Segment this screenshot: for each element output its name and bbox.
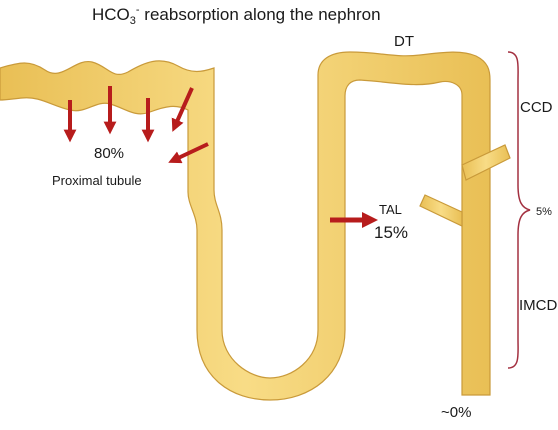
ccd-label: CCD (520, 99, 553, 116)
collecting-percent: 5% (536, 206, 552, 218)
proximal-percent: 80% (94, 145, 124, 162)
tal-label: TAL (379, 202, 402, 217)
collecting-duct-bracket (507, 51, 531, 369)
imcd-label: IMCD (519, 297, 557, 314)
lower-branch-stub (419, 194, 463, 227)
proximal-arrows (63, 86, 209, 164)
proximal-label: Proximal tubule (52, 173, 142, 188)
dt-label: DT (394, 33, 414, 50)
final-percent: ~0% (441, 404, 471, 421)
proximal-tubule (0, 51, 491, 401)
arrow-4 (171, 87, 194, 132)
upper-branch-stub (461, 144, 511, 181)
diagram-title: HCO3- reabsorption along the nephron (92, 4, 381, 27)
arrow-5 (168, 142, 209, 164)
tal-percent: 15% (374, 223, 408, 242)
